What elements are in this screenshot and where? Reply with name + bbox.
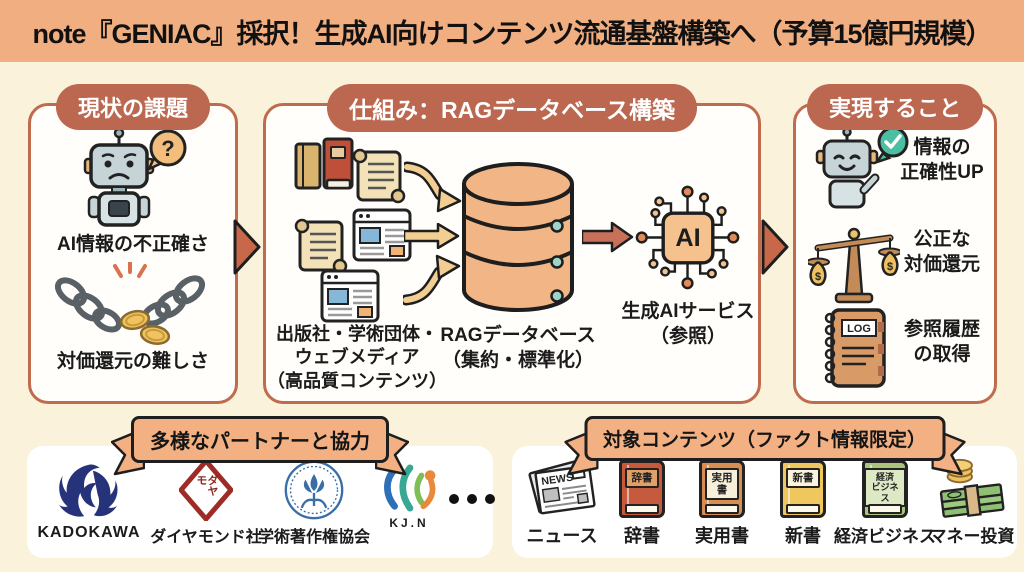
content-caption: マネー投資 bbox=[929, 527, 1015, 546]
ai-chip-label: AI bbox=[675, 224, 700, 252]
ai-chip-icon: AI bbox=[635, 185, 740, 290]
partner-academic: 学術著作権協会 bbox=[258, 459, 371, 547]
money-bag-symbol: $ bbox=[815, 271, 821, 283]
diamond-mark-icon: ダヤモ bbox=[178, 458, 234, 522]
partners-title: 多様なパートナーと協力 bbox=[131, 416, 389, 463]
mechanism-title: 仕組み：RAGデータベース構築 bbox=[327, 84, 697, 132]
problems-title: 現状の課題 bbox=[55, 84, 211, 130]
gen-ai-label: 生成AIサービス （参照） bbox=[621, 301, 755, 347]
money-stack-icon bbox=[939, 458, 1005, 518]
money-bag-symbol: $ bbox=[887, 261, 893, 273]
partner-caption: 学術著作権協会 bbox=[258, 529, 371, 546]
sources-label: 出版社・学術団体・ ウェブメディア （高品質コンテンツ） bbox=[267, 324, 447, 391]
book-cover-label: 新書 bbox=[786, 468, 820, 489]
books-icon bbox=[294, 137, 354, 190]
outcome-1-label: 情報の 正確性UP bbox=[900, 137, 984, 183]
content-paperback: 新書 新書 bbox=[768, 456, 838, 548]
partner-caption: KJ.N bbox=[389, 516, 429, 530]
content-practical: 実用書 実用書 bbox=[684, 456, 760, 548]
source-arrow-icon bbox=[404, 223, 460, 249]
rag-db-label: RAGデータベース （集約・標準化） bbox=[440, 325, 596, 371]
academic-seal-icon bbox=[284, 460, 344, 520]
contents-panel: 対象コンテンツ（ファクト情報限定） NEWS bbox=[512, 416, 1017, 558]
content-caption: 経済ビジネス bbox=[834, 527, 936, 546]
content-business: 経済 ビジネス 経済ビジネス bbox=[834, 456, 936, 547]
balance-scale-icon: $ $ bbox=[808, 227, 900, 304]
partner-caption: KADOKAWA bbox=[37, 524, 141, 541]
book-icon: 実用書 bbox=[699, 460, 745, 518]
flow-arrow-icon bbox=[233, 219, 261, 275]
content-dictionary: 辞書 辞書 bbox=[610, 456, 674, 548]
outcomes-title: 実現すること bbox=[806, 84, 984, 130]
kadokawa-phoenix-icon bbox=[58, 464, 118, 517]
broken-chain-icon bbox=[54, 262, 206, 345]
confused-robot-icon: ? bbox=[83, 127, 187, 227]
book-cover-label: 経済 ビジネス bbox=[864, 468, 906, 508]
question-mark: ? bbox=[161, 136, 174, 161]
problem-2-label: 対価還元の難しさ bbox=[56, 351, 209, 372]
scroll-icon bbox=[294, 218, 348, 274]
problem-1-label: AI情報の不正確さ bbox=[56, 234, 209, 255]
book-cover-label: 辞書 bbox=[625, 468, 659, 489]
news-headline: NEWS bbox=[541, 472, 574, 488]
content-caption: 新書 bbox=[785, 526, 821, 546]
partners-panel: 多様なパートナーと協力 KADOKAWA ダヤモ ダイ bbox=[27, 416, 495, 558]
content-money: マネー投資 bbox=[928, 456, 1016, 547]
problems-panel: 現状の課題 ? AI情報の不正確さ bbox=[28, 84, 238, 404]
contents-ribbon: 対象コンテンツ（ファクト情報限定） bbox=[563, 416, 966, 480]
partners-ribbon: 多様なパートナーと協力 bbox=[111, 416, 409, 480]
header-banner: note『GENIAC』採択！生成AI向けコンテンツ流通基盤構築へ（予算15億円… bbox=[0, 0, 1024, 62]
book-icon: 経済 ビジネス bbox=[862, 460, 908, 518]
partner-diamond: ダヤモ ダイヤモンド社 bbox=[150, 458, 262, 547]
diamond-mark-text: ダヤモ bbox=[195, 474, 218, 497]
more-partners-icon bbox=[449, 494, 495, 504]
mechanism-panel: 仕組み：RAGデータベース構築 bbox=[263, 84, 761, 404]
page-title: note『GENIAC』採択！生成AI向けコンテンツ流通基盤構築へ（予算15億円… bbox=[32, 18, 992, 49]
book-cover-label: 実用書 bbox=[705, 468, 739, 501]
log-label: LOG bbox=[847, 323, 871, 335]
outcome-2-label: 公正な 対価還元 bbox=[903, 229, 980, 275]
partner-caption: ダイヤモンド社 bbox=[150, 529, 262, 546]
partner-kadokawa: KADOKAWA bbox=[33, 458, 145, 542]
db-to-ai-arrow-icon bbox=[582, 221, 634, 253]
content-caption: 実用書 bbox=[695, 526, 749, 546]
webpage-icon bbox=[320, 269, 380, 323]
content-caption: ニュース bbox=[526, 526, 598, 546]
book-icon: 辞書 bbox=[619, 460, 665, 518]
outcome-3-label: 参照履歴 の取得 bbox=[903, 319, 980, 365]
book-icon: 新書 bbox=[780, 460, 826, 518]
log-notebook-icon: LOG bbox=[824, 308, 886, 388]
outcomes-panel: 実現すること 情報の 正確性UP bbox=[793, 84, 997, 404]
scroll-icon bbox=[352, 148, 406, 204]
contents-title: 対象コンテンツ（ファクト情報限定） bbox=[583, 416, 946, 461]
content-caption: 辞書 bbox=[624, 526, 660, 546]
source-arrow-icon bbox=[403, 254, 461, 306]
flow-arrow-icon bbox=[761, 219, 789, 275]
source-arrow-icon bbox=[404, 161, 462, 213]
rag-database-icon bbox=[462, 162, 574, 312]
